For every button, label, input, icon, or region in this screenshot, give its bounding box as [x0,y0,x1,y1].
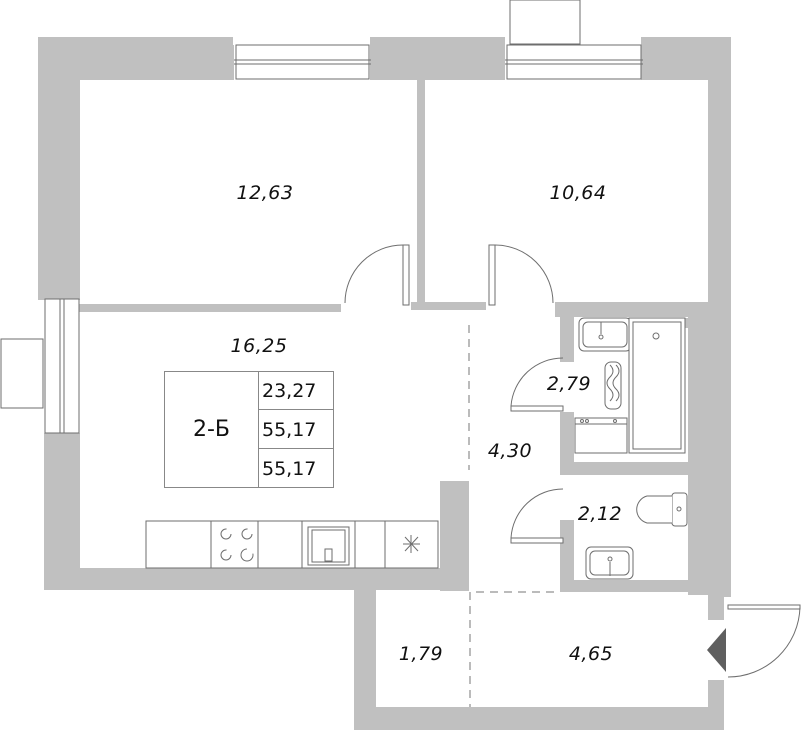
living-area-value: 23,27 [258,372,334,410]
room-area-entry-hall: 4,65 [568,643,614,665]
bathroom-fixtures [574,317,688,580]
total-area-with-balcony-value: 55,17 [262,458,317,480]
entrance-arrow-icon [707,628,726,672]
room-area-bedroom-2: 10,64 [549,182,607,204]
walls [38,37,731,730]
kitchen-counter [145,520,439,569]
unit-code: 2-Б [165,372,259,487]
room-area-entry-closet: 1,79 [398,643,444,665]
windows [0,0,643,434]
room-area-bedroom-1: 12,63 [236,182,294,204]
room-area-hallway: 4,30 [487,440,533,462]
room-area-bathroom: 2,79 [546,373,592,395]
room-area-toilet: 2,12 [577,503,623,525]
zone-separators [468,325,560,707]
doors [344,244,801,678]
room-area-kitchen-living: 16,25 [230,335,288,357]
total-area-value: 55,17 [258,411,334,449]
apartment-summary-table: 2-Б 23,27 55,17 55,17 [164,371,334,488]
